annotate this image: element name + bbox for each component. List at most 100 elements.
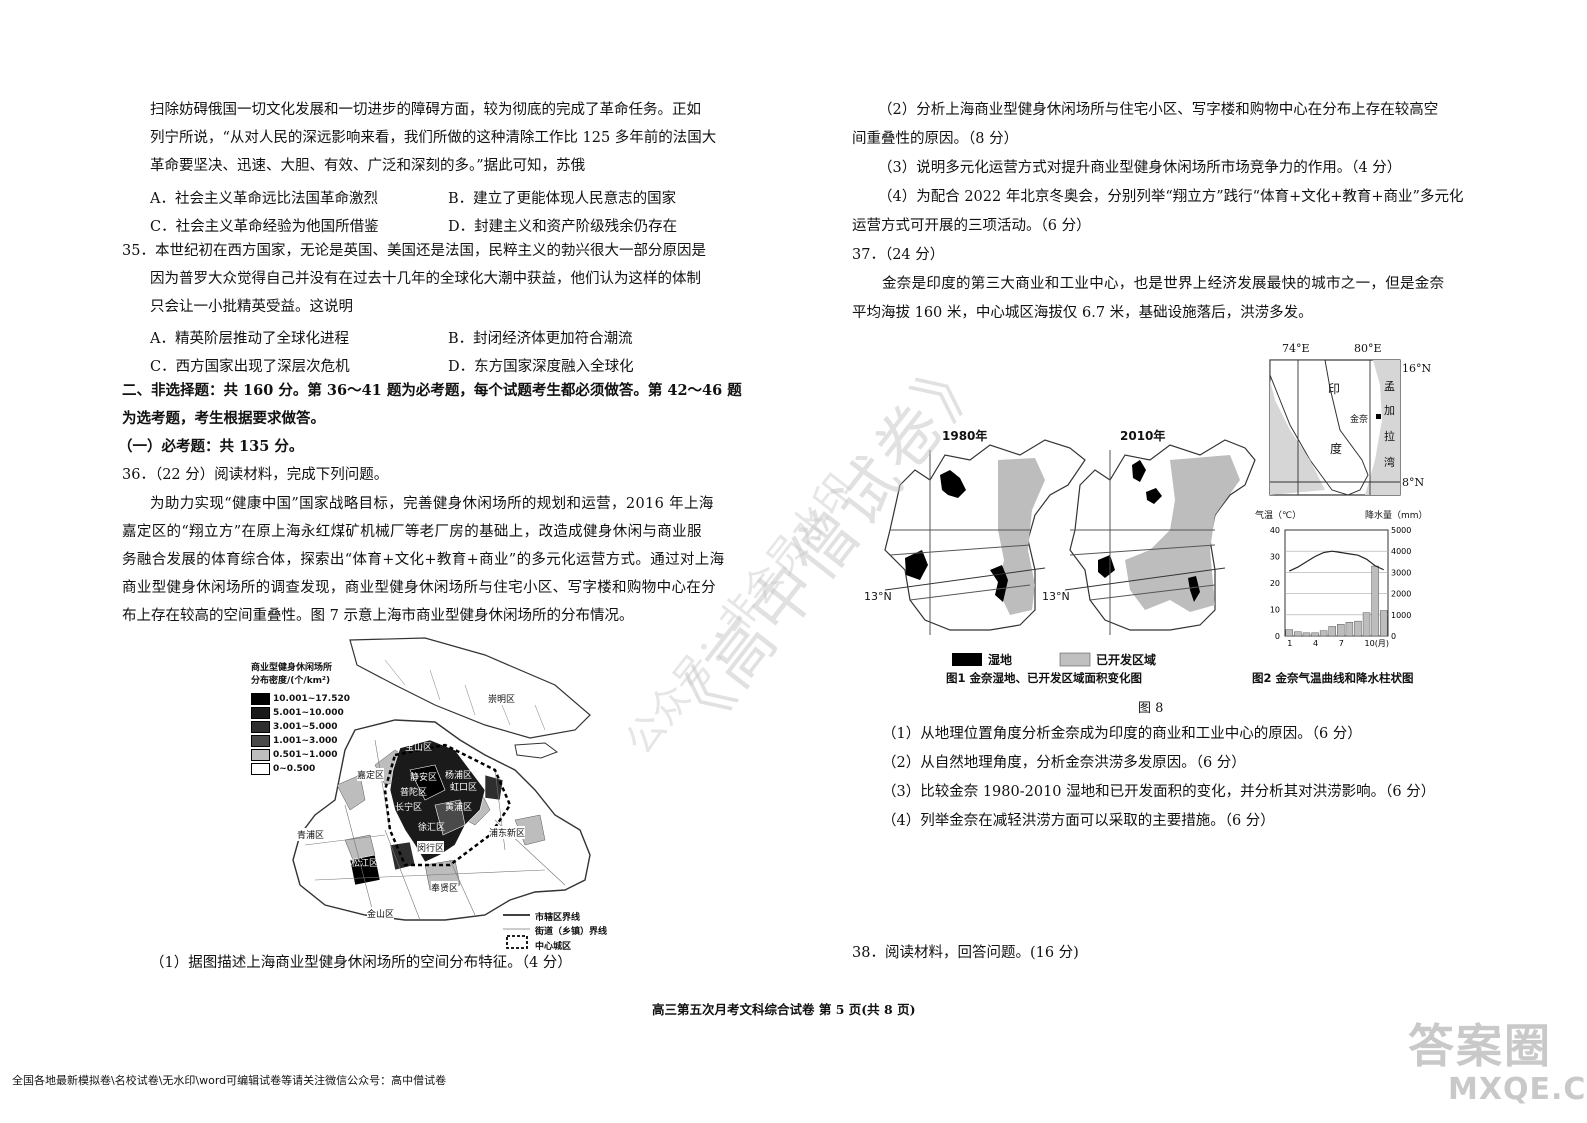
district-label: 宝山区 xyxy=(405,743,433,753)
chart-right-tick: 5000 xyxy=(1391,526,1411,535)
figure2-caption: 图2 金奈气温曲线和降水柱状图 xyxy=(1252,671,1414,685)
precipitation-bar xyxy=(1294,631,1302,637)
district-label: 静安区 xyxy=(410,773,438,783)
precipitation-bar xyxy=(1319,630,1328,637)
q34-option-c: C．社会主义革命经验为他国所借鉴 xyxy=(150,219,379,235)
chart-ylabel-left: 气温（℃） xyxy=(1255,511,1302,521)
map-legend-item: 1.001~3.000 xyxy=(251,730,337,749)
precipitation-bar xyxy=(1328,626,1336,637)
legend-label: 1.001~3.000 xyxy=(273,735,338,746)
precipitation-bar xyxy=(1302,632,1311,637)
legend-label: 0~0.500 xyxy=(273,763,316,774)
q37-heading: 37．（24 分） xyxy=(852,247,945,263)
q37-sub-2: （2）从自然地理角度，分析金奈洪涝多发原因。（6 分） xyxy=(882,755,1246,771)
inset-bay-label: 湾 xyxy=(1384,456,1395,469)
q34-line: 列宁所说，“从对人民的深远影响来看，我们所做的这种清除工作比 125 多年前的法… xyxy=(150,130,717,146)
q35-option-b: B．封闭经济体更加符合潮流 xyxy=(448,331,633,347)
legend-developed-label: 已开发区域 xyxy=(1096,653,1157,667)
q36-sub-2: （2）分析上海商业型健身休闲场所与住宅小区、写字楼和购物中心在分布上存在较高空 xyxy=(878,102,1439,118)
q37-sub-3: （3）比较金奈 1980-2010 湿地和已开发面积的变化，并分析其对洪涝影响。… xyxy=(882,784,1436,800)
district-label: 浦东新区 xyxy=(489,826,526,839)
q36-line: 嘉定区的“翔立方”在原上海永红煤矿机械厂等老厂房的基础上，改造成健身休闲与商业服 xyxy=(122,524,702,540)
chart-right-tick: 0 xyxy=(1391,632,1396,641)
chart-right-tick: 1000 xyxy=(1391,611,1411,620)
q34-line: 扫除妨碍俄国一切文化发展和一切进步的障碍方面，较为彻底的完成了革命任务。正如 xyxy=(150,102,701,118)
district-label: 徐汇区 xyxy=(418,823,446,833)
q34-line: 革命要坚决、迅速、大胆、有效、广泛和深刻的多。”据此可知，苏俄 xyxy=(150,158,586,174)
chart-left-tick: 0 xyxy=(1275,632,1280,641)
inset-bay-label: 孟 xyxy=(1384,380,1395,393)
section-heading: 为选考题，考生根据要求做答。 xyxy=(122,410,325,427)
chart-right-tick: 4000 xyxy=(1391,547,1411,556)
chart-x-tick: 7 xyxy=(1339,639,1344,648)
chart-plot-frame xyxy=(1284,529,1389,637)
legend-label: 5.001~10.000 xyxy=(273,707,344,718)
district-label: 松江区 xyxy=(351,859,379,869)
chart-right-tick: 2000 xyxy=(1391,590,1411,599)
q34-option-b: B．建立了更能体现人民意志的国家 xyxy=(448,191,677,207)
district-label: 闵行区 xyxy=(417,841,445,854)
district-label: 嘉定区 xyxy=(357,768,385,781)
map-legend-title: 分布密度/(个/km²) xyxy=(251,676,331,686)
logo-text: 答案圈 xyxy=(1408,1019,1552,1073)
precipitation-bar xyxy=(1311,632,1319,637)
district-label: 长宁区 xyxy=(395,803,423,813)
inset-country-label: 度 xyxy=(1330,442,1343,456)
legend-swatch xyxy=(251,748,270,761)
q34-option-d: D．封建主义和资产阶级残余仍存在 xyxy=(448,219,678,235)
chennai-figure: 1980年 2010年 13°N 13°N 湿地 已开发区域 图1 金奈湿地、已… xyxy=(864,340,1450,720)
district-label: 杨浦区 xyxy=(445,771,473,781)
line-legend-label: 市辖区界线 xyxy=(535,913,581,923)
q36-line: 为助力实现“健康中国”国家战略目标，完善健身休闲场所的规划和运营，2016 年上… xyxy=(150,496,714,512)
q34-option-a: A．社会主义革命远比法国革命激烈 xyxy=(150,191,378,207)
q37-line: 平均海拔 160 米，中心城区海拔仅 6.7 米，基础设施落后，洪涝多发。 xyxy=(852,305,1313,321)
district-label: 金山区 xyxy=(367,907,395,920)
district-label: 青浦区 xyxy=(297,828,325,841)
legend-swatch xyxy=(251,706,270,719)
q36-heading: 36．（22 分）阅读材料，完成下列问题。 xyxy=(122,467,389,483)
q36-sub-4: 运营方式可开展的三项活动。（6 分） xyxy=(852,218,1091,234)
q35-line: 因为普罗大众觉得自己并没有在过去十几年的全球化大潮中获益，他们认为这样的体制 xyxy=(150,271,701,287)
india-inset-map xyxy=(1269,359,1401,496)
chart-ylabel-right: 降水量（mm） xyxy=(1365,511,1428,521)
legend-swatch xyxy=(251,762,270,775)
map-legend-title: 商业型健身休闲场所 xyxy=(251,663,333,673)
precipitation-bar xyxy=(1337,624,1345,637)
district-label: 奉贤区 xyxy=(431,881,459,894)
ad-line: 全国各地最新模拟卷\名校试卷\无水印\word可编辑试卷等请关注微信公众号：高中… xyxy=(12,1074,447,1087)
section-heading: 二、非选择题：共 160 分。第 36～41 题为必考题，每个试题考生都必须做答… xyxy=(122,382,742,399)
inset-lon-label: 74°E xyxy=(1282,342,1310,355)
page-footer: 高三第五次月考文科综合试卷 第 5 页(共 8 页) xyxy=(652,1002,916,1017)
map-legend-item: 0.501~1.000 xyxy=(251,744,337,763)
q36-sub-1: （1）据图描述上海商业型健身休闲场所的空间分布特征。（4 分） xyxy=(150,955,572,971)
map-1980 xyxy=(884,439,1086,635)
district-label: 黄浦区 xyxy=(445,803,473,813)
district-label: 普陀区 xyxy=(400,788,428,798)
q35-option-c: C．西方国家出现了深层次危机 xyxy=(150,359,350,375)
legend-swatch xyxy=(251,734,270,747)
q37-line: 金奈是印度的第三大商业和工业中心，也是世界上经济发展最快的城市之一，但是金奈 xyxy=(882,276,1445,292)
q36-sub-3: （3）说明多元化运营方式对提升商业型健身休闲场所市场竞争力的作用。（4 分） xyxy=(878,160,1402,176)
precipitation-bar xyxy=(1354,620,1362,637)
district-label: 虹口区 xyxy=(450,783,478,793)
map-year-2010: 2010年 xyxy=(1120,429,1166,443)
legend-label: 10.001~17.520 xyxy=(273,693,351,704)
q36-line: 布上存在较高的空间重叠性。图 7 示意上海市商业型健身休闲场所的分布情况。 xyxy=(122,608,634,624)
q36-line: 商业型健身休闲场所的调查发现，商业型健身休闲场所与住宅小区、写字楼和购物中心在分 xyxy=(122,580,716,596)
q38-heading: 38．阅读材料，回答问题。(16 分) xyxy=(852,945,1079,961)
q36-line: 务融合发展的体育综合体，探索出“体育+文化+教育+商业”的多元化运营方式。通过对… xyxy=(122,552,725,568)
precipitation-bar xyxy=(1285,629,1294,637)
temperature-line xyxy=(1289,550,1384,572)
chennai-maps xyxy=(884,359,1401,667)
chart-left-tick: 10 xyxy=(1270,606,1280,615)
inset-lat-label: 8°N xyxy=(1402,476,1425,489)
chart-x-tick: 10(月) xyxy=(1365,639,1389,648)
q35-option-d: D．东方国家深度融入全球化 xyxy=(448,359,634,375)
inset-city-label: 金奈 xyxy=(1350,415,1369,425)
map-legend-item: 10.001~17.520 xyxy=(251,688,350,707)
map-legend-item: 0~0.500 xyxy=(251,758,315,777)
line-legend-label: 街道（乡镇）界线 xyxy=(535,927,608,937)
q37-sub-1: （1）从地理位置角度分析金奈成为印度的商业和工业中心的原因。（6 分） xyxy=(882,726,1362,742)
